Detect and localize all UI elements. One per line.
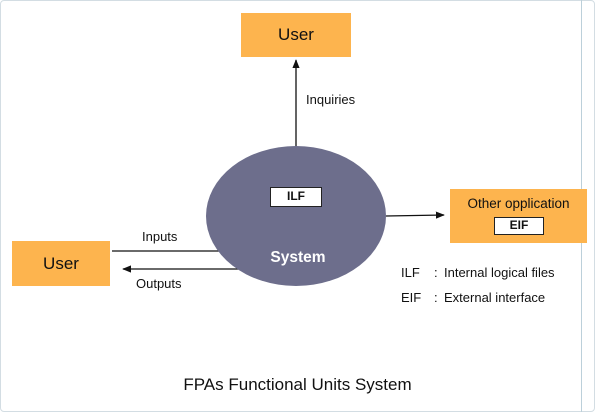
other-application-label: Other opplication <box>467 196 570 211</box>
other-application-box: Other opplication EIF <box>450 189 587 243</box>
legend-row-ilf: ILF: Internal logical files <box>401 265 555 280</box>
legend-row-eif: EIF: External interface <box>401 290 545 305</box>
user-top-box: User <box>241 13 351 57</box>
legend-meaning: Internal logical files <box>444 265 555 280</box>
ilf-box: ILF <box>270 187 322 207</box>
legend-abbr: ILF <box>401 265 420 280</box>
legend-meaning: External interface <box>444 290 546 305</box>
inputs-label: Inputs <box>142 229 178 244</box>
to-other-application-arrow <box>385 211 445 219</box>
outputs-label: Outputs <box>136 276 182 291</box>
user-top-label: User <box>278 25 314 44</box>
legend-abbr: EIF <box>401 290 422 305</box>
legend-separator: : <box>434 265 438 280</box>
legend-separator: : <box>434 290 438 305</box>
diagram-caption: FPAs Functional Units System <box>183 375 412 394</box>
user-left-box: User <box>12 241 110 286</box>
user-left-label: User <box>43 254 79 273</box>
system-label: System <box>270 249 326 266</box>
eif-box: EIF <box>494 217 544 235</box>
inquiries-label: Inquiries <box>306 92 356 107</box>
system-ellipse <box>206 146 386 286</box>
